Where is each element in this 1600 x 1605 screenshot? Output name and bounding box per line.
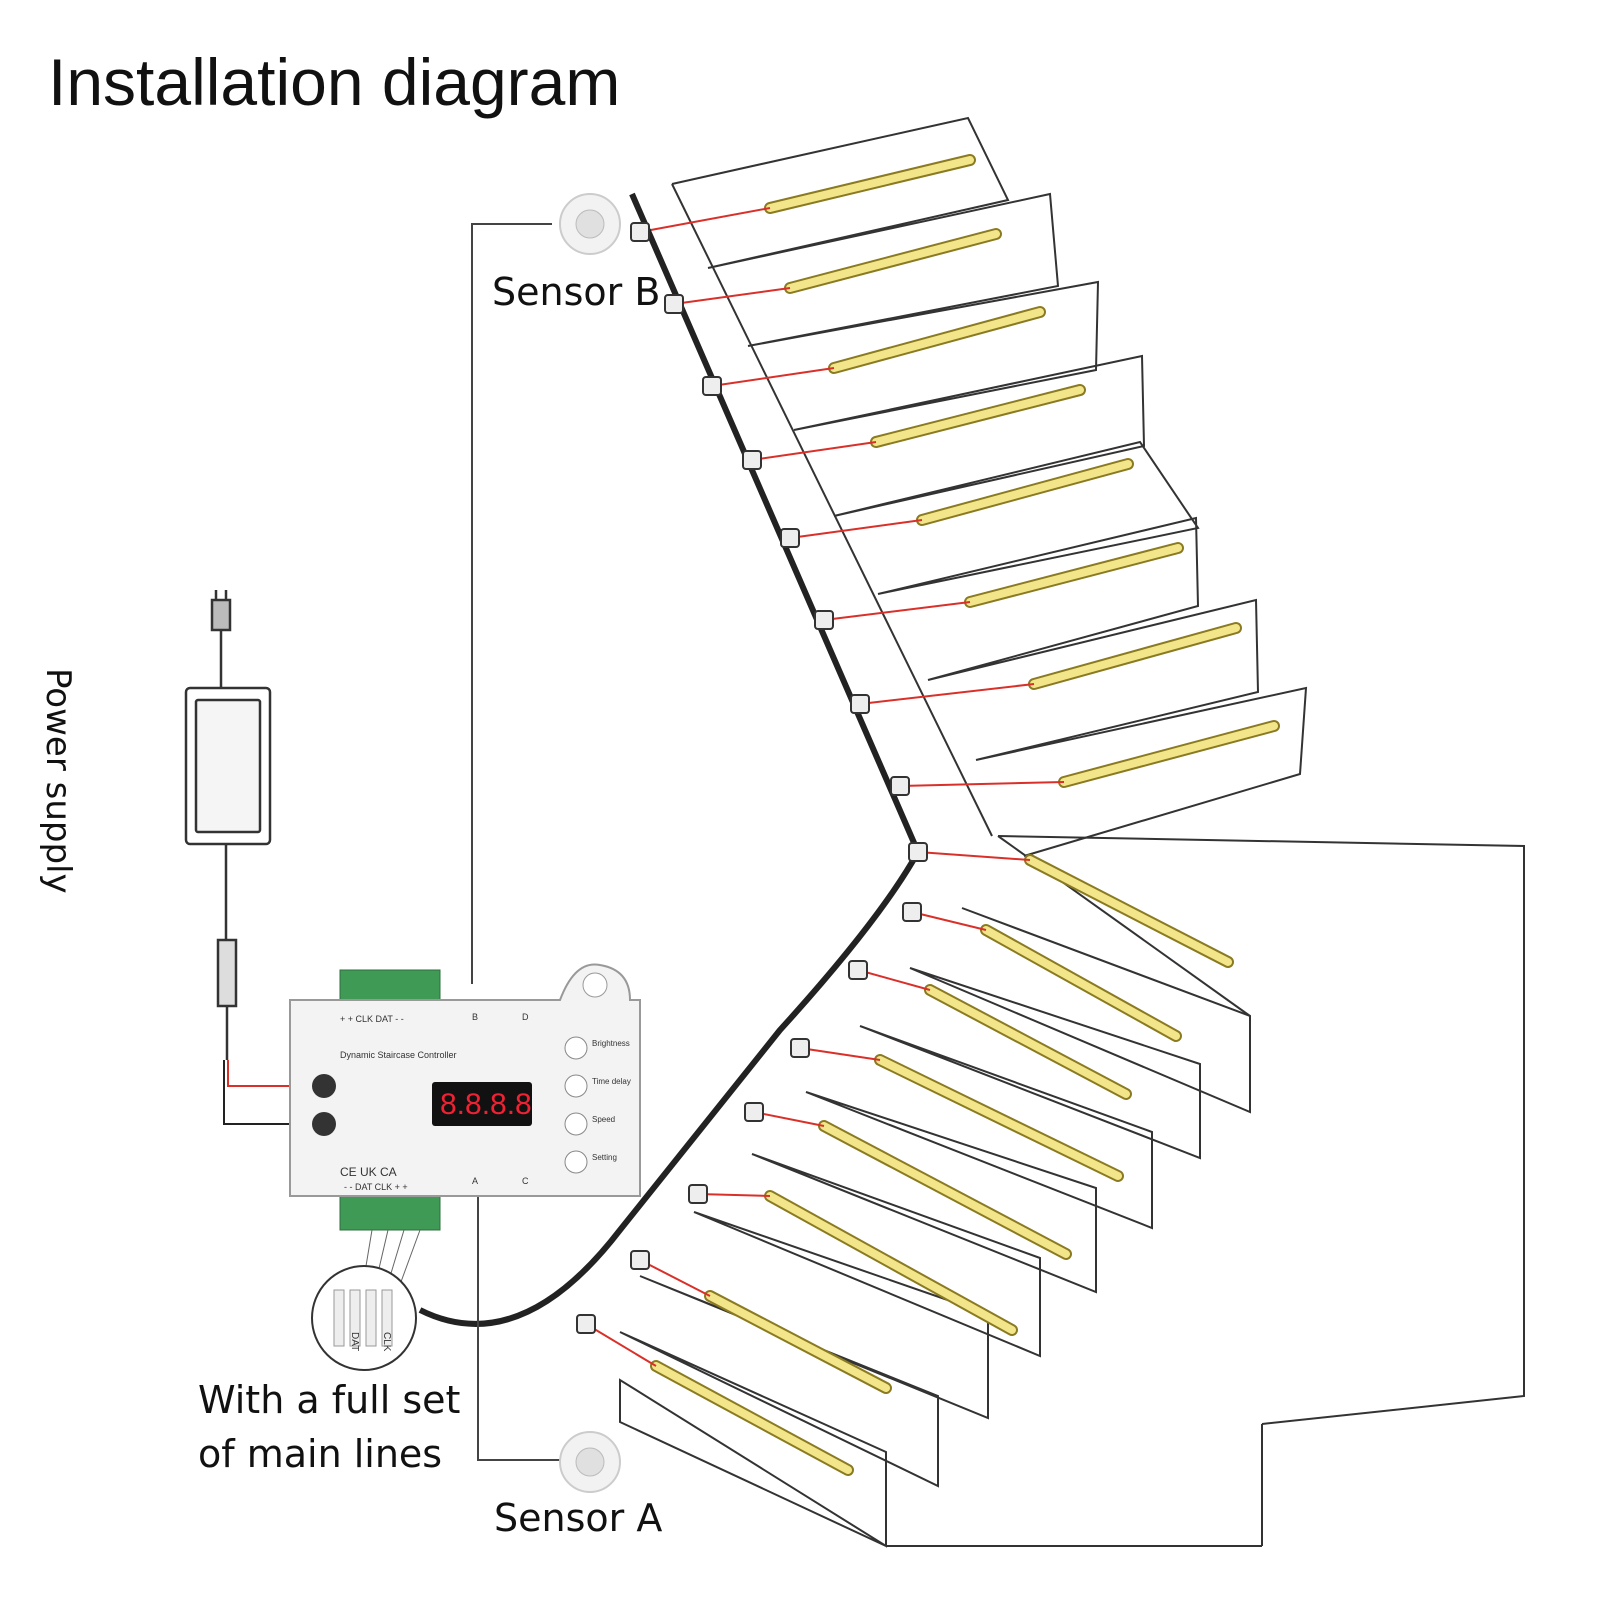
upper-staircase [671,116,1308,857]
led-wire [799,1047,881,1061]
lower-staircase [619,835,1525,1548]
cable-connector [702,376,722,396]
led-strip [872,386,1084,446]
led-strip [1060,722,1278,786]
led-strip [706,1292,890,1392]
sensor-a-line [477,1190,560,1461]
power-supply-icon [184,590,272,1060]
led-strip [982,926,1180,1040]
led-wire [899,781,1065,787]
sensor-b-line [471,223,552,984]
main-lines-label-1: With a full set [198,1378,461,1422]
led-wire [639,207,771,233]
controller-top-terminals: + + CLK DAT - - [340,1014,404,1024]
power-red-wire [227,1060,290,1087]
cable-connector [576,1314,596,1334]
sensor-b-label: Sensor B [492,270,661,314]
cable-connector [630,222,650,242]
led-strip [1030,624,1240,688]
cable-connector [814,610,834,630]
cable-connector [742,450,762,470]
led-wire [697,1193,771,1197]
led-wire [789,519,923,539]
port-c: C [522,1176,529,1186]
led-strip [652,1362,852,1474]
led-strip [766,1192,1016,1334]
led-wire [751,441,877,461]
controller-name: Dynamic Staircase Controller [340,1050,457,1060]
power-supply-label: Power supply [38,668,78,894]
cable-connector [848,960,868,980]
controller-display: 8.8.8.8 [440,1088,532,1121]
cable-connector [780,528,800,548]
cable-connector [630,1250,650,1270]
page-title: Installation diagram [48,45,621,119]
cable-connector [890,776,910,796]
led-strip [876,1056,1122,1180]
port-b: B [472,1012,478,1022]
led-strip [1026,856,1232,966]
led-strip [830,308,1044,372]
cable-connector [790,1038,810,1058]
led-wires [585,207,1065,1367]
wire-tag-clk: CLK [381,1332,392,1352]
led-strips [650,154,1280,1476]
led-strip [918,460,1132,524]
led-strip [820,1122,1070,1258]
wire-tag-dat: DAT [349,1332,360,1351]
led-wire [859,683,1035,705]
cert-marks: CE UK CA [340,1165,397,1179]
controller-bottom-terminals: - - DAT CLK + + [344,1182,408,1192]
led-strip [966,544,1182,606]
led-wire [585,1323,657,1367]
port-a: A [472,1176,478,1186]
led-wire [673,287,791,305]
cable-connector [688,1184,708,1204]
button-speed: Speed [592,1115,615,1124]
power-black-wire [223,1060,290,1125]
led-wire [639,1259,711,1297]
led-wire [911,911,987,931]
wire-tag-magnifier: DAT CLK [311,1229,421,1371]
cable-connector [908,842,928,862]
sensor-a-icon [559,1431,621,1493]
cable-connector [664,294,684,314]
led-strip [766,156,974,212]
led-wire [857,969,931,991]
port-d: D [522,1012,529,1022]
sensor-a-label: Sensor A [494,1496,663,1540]
sensor-b-icon [559,193,621,255]
led-wire [917,851,1031,861]
button-setting: Setting [592,1153,617,1162]
cable-connector [744,1102,764,1122]
cable-connectors [576,222,928,1334]
led-wire [753,1111,825,1127]
cable-connector [902,902,922,922]
led-strip [786,230,1000,292]
led-wire [823,601,971,621]
button-time-delay: Time delay [592,1077,631,1086]
button-brightness: Brightness [592,1039,630,1048]
controller: Dynamic Staircase Controller 8.8.8.8 + +… [289,963,641,1231]
led-strip [926,986,1130,1098]
main-lines-label-2: of main lines [198,1432,443,1476]
cable-connector [850,694,870,714]
main-cable [418,192,922,1327]
led-wire [711,367,835,387]
